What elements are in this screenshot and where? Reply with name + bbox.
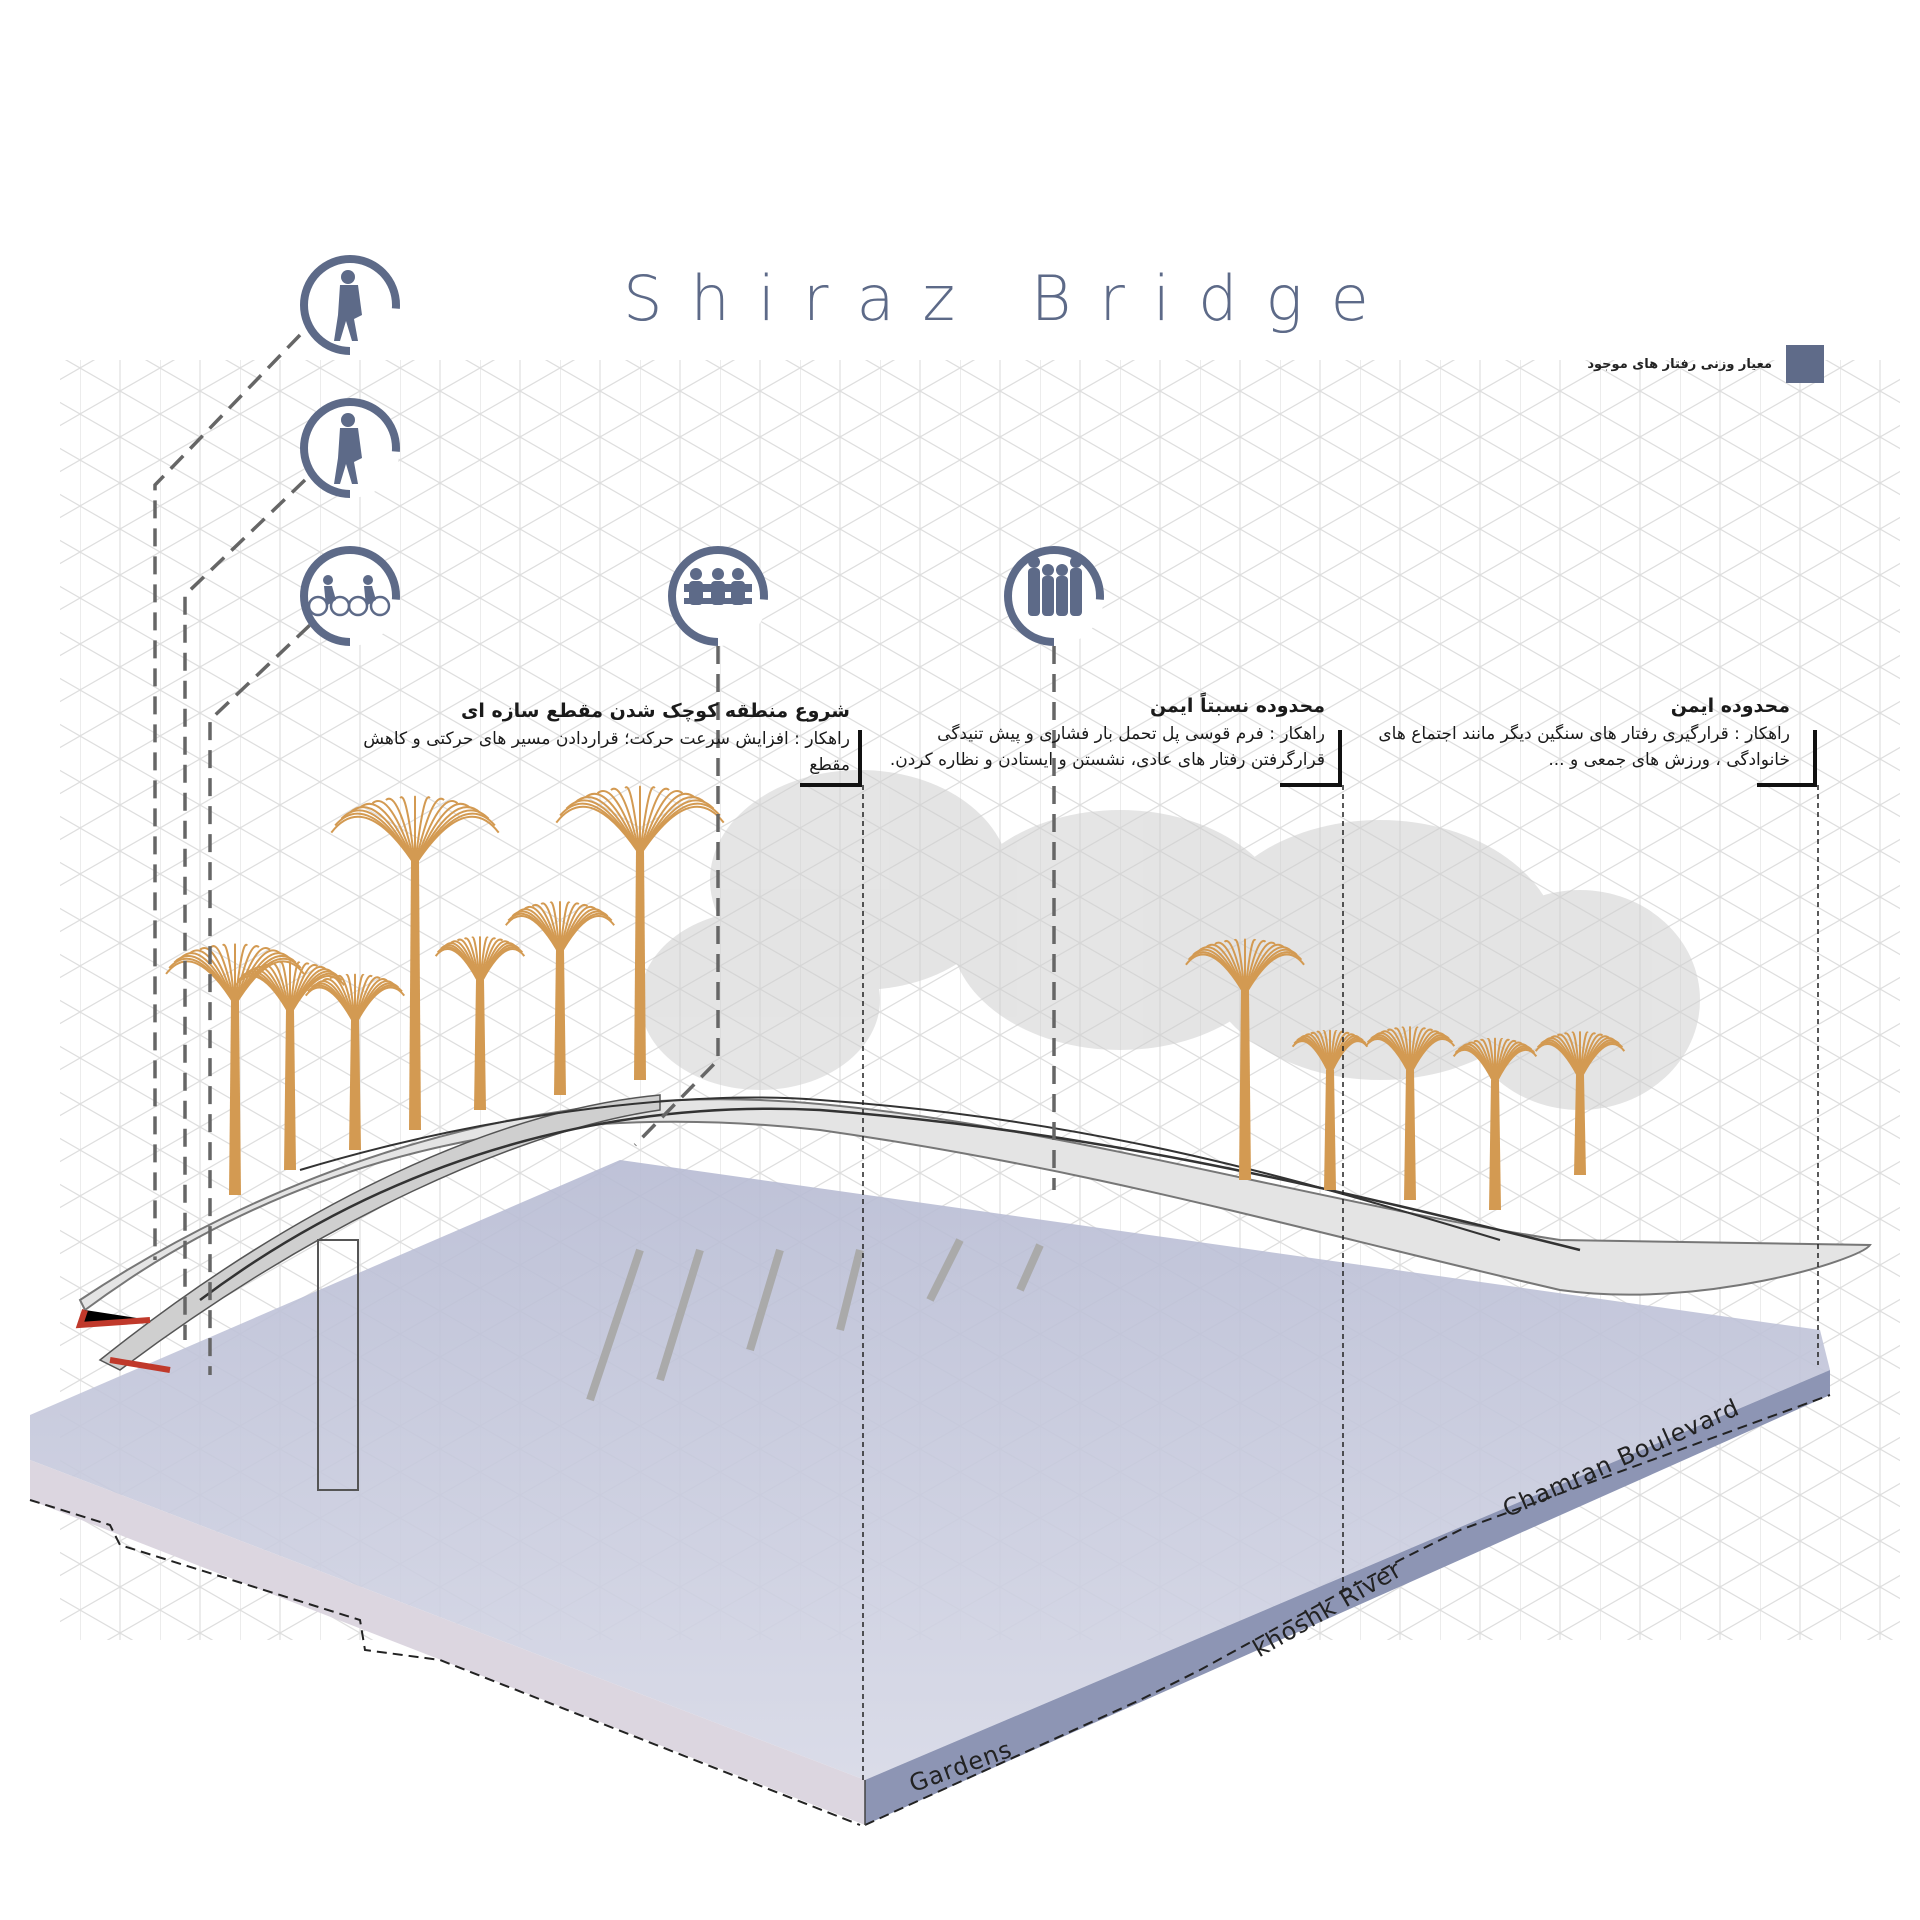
background-trees	[640, 770, 1700, 1110]
note-heading: شروع منطقه کوچک شدن مقطع سازه ای	[460, 700, 850, 722]
tree	[1185, 938, 1305, 1180]
note-brackets	[800, 730, 1817, 787]
tree	[304, 973, 406, 1150]
legend: معیار وزنی رفتار های موجود	[1587, 345, 1824, 383]
tree	[1452, 1037, 1538, 1210]
bridge-structure	[75, 1094, 1872, 1491]
note-zone-3: محدوده ایمن راهکار : قرارگیری رفتار های …	[1370, 695, 1790, 773]
note-zone-2: محدوده نسبتاً ایمن راهکار : فرم قوسی پل …	[885, 695, 1325, 773]
tree	[505, 901, 615, 1095]
zone-dividers	[862, 785, 1819, 1780]
legend-label: معیار وزنی رفتار های موجود	[1587, 356, 1772, 372]
note-body: راهکار : فرم قوسی پل تحمل بار فشاری و پی…	[889, 724, 1325, 770]
note-body: راهکار : قرارگیری رفتار های سنگین دیگر م…	[1378, 724, 1790, 770]
note-zone-1: شروع منطقه کوچک شدن مقطع سازه ای راهکار …	[355, 700, 850, 778]
cyclists-icon	[300, 546, 400, 646]
leader-lines	[153, 333, 1056, 1375]
pedestrian-carrying-icon	[300, 255, 400, 355]
family-group-icon	[1004, 546, 1104, 646]
tree	[1534, 1031, 1626, 1175]
tree	[1364, 1026, 1456, 1200]
tree	[330, 795, 500, 1130]
people-on-bench-icon	[668, 546, 768, 646]
canopy-trees	[165, 785, 1626, 1210]
page-title: Shiraz Bridge	[623, 262, 1397, 335]
pedestrian-walking-icon	[300, 398, 400, 498]
note-heading: محدوده ایمن	[1670, 695, 1790, 717]
note-body: راهکار : افزایش سرعت حرکت؛ قراردادن مسیر…	[363, 729, 850, 775]
tree	[434, 936, 526, 1110]
site-ground	[29, 1160, 1831, 1826]
tree	[555, 785, 725, 1080]
legend-swatch	[1786, 345, 1824, 383]
tree	[235, 961, 345, 1170]
note-heading: محدوده نسبتاً ایمن	[1149, 695, 1325, 717]
tree	[1291, 1029, 1369, 1190]
tree	[165, 943, 305, 1195]
